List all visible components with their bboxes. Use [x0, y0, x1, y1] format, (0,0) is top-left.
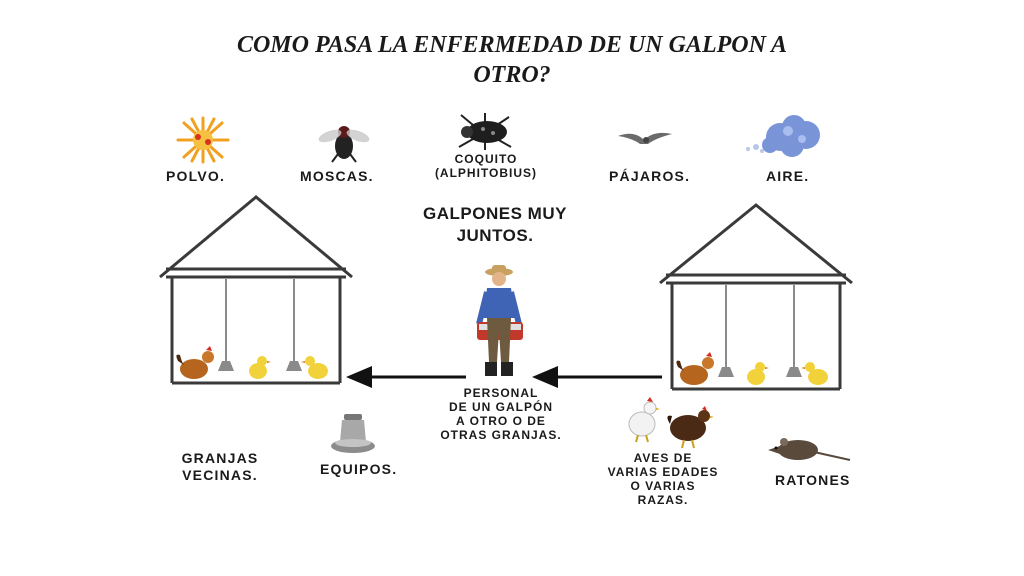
label-polvo: POLVO.	[166, 168, 226, 184]
diagram-title: COMO PASA LA ENFERMEDAD DE UN GALPON A O…	[200, 30, 824, 90]
label-galpones-line-2: JUNTOS.	[456, 226, 534, 245]
feeder-icon	[330, 412, 376, 456]
label-aves-line-1: AVES DE	[633, 451, 693, 465]
farmer-icon	[473, 264, 529, 380]
label-aves: AVES DE VARIAS EDADES O VARIAS RAZAS.	[600, 451, 726, 507]
label-aire: AIRE.	[766, 168, 810, 184]
rat-icon	[768, 430, 852, 466]
rooster-icon	[676, 352, 714, 385]
label-coquito-line-2: (ALPHITOBIUS)	[434, 166, 538, 180]
fly-icon	[318, 122, 370, 164]
label-granjas: GRANJAS VECINAS.	[170, 450, 270, 484]
label-granjas-line-1: GRANJAS	[181, 450, 259, 466]
beetle-icon	[455, 113, 515, 151]
right-house	[658, 201, 854, 397]
label-personal: PERSONAL DE UN GALPÓN A OTRO O DE OTRAS …	[431, 386, 571, 442]
label-moscas: MOSCAS.	[300, 168, 374, 184]
bird-icon	[616, 128, 674, 148]
title-line-2: OTRO?	[473, 62, 551, 88]
label-equipos: EQUIPOS.	[320, 461, 398, 477]
label-coquito: COQUITO (ALPHITOBIUS)	[431, 152, 541, 180]
label-personal-line-3: A OTRO O DE	[456, 414, 546, 428]
chick-icon	[801, 362, 828, 385]
label-aves-line-3: O VARIAS	[630, 479, 696, 493]
hen-icon	[664, 404, 714, 449]
title-line-1: COMO PASA LA ENFERMEDAD DE UN GALPON A	[236, 32, 788, 58]
rooster-icon	[176, 346, 214, 379]
chick-icon	[249, 356, 271, 379]
label-aves-line-2: VARIAS EDADES	[607, 465, 719, 479]
cloud-icon	[740, 113, 826, 159]
label-personal-line-1: PERSONAL	[463, 386, 539, 400]
chick-icon	[747, 362, 769, 385]
label-granjas-line-2: VECINAS.	[182, 467, 258, 483]
label-pajaros: PÁJAROS.	[609, 168, 691, 184]
label-personal-line-4: OTRAS GRANJAS.	[440, 428, 562, 442]
label-coquito-line-1: COQUITO	[454, 152, 518, 166]
arrow-left-1	[346, 364, 468, 390]
dust-icon	[170, 115, 236, 165]
label-ratones: RATONES	[775, 472, 851, 488]
left-house	[158, 193, 354, 391]
arrow-left-2	[532, 364, 664, 390]
label-galpones-line-1: GALPONES MUY	[423, 204, 567, 223]
label-galpones: GALPONES MUY JUNTOS.	[420, 203, 570, 247]
rooster-icon	[622, 396, 662, 443]
label-aves-line-4: RAZAS.	[637, 493, 689, 507]
label-personal-line-2: DE UN GALPÓN	[448, 400, 553, 414]
chick-icon	[301, 356, 328, 379]
